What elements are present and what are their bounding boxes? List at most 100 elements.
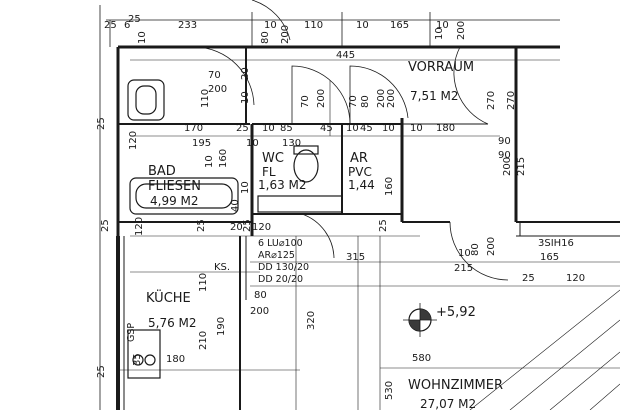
bathtub xyxy=(129,177,239,215)
dim-label: 10 xyxy=(346,123,359,134)
bathtub-inner xyxy=(135,183,233,209)
wc-shaft xyxy=(257,195,343,213)
dim-label: 160 xyxy=(218,149,229,168)
dim-label: 530 xyxy=(384,381,395,400)
dim-label: 120 xyxy=(252,222,271,233)
dim-label: 80 xyxy=(470,243,481,256)
door-swing-wc xyxy=(291,65,351,125)
dim-label: 200 xyxy=(386,89,397,108)
dim-label: 270 xyxy=(506,91,517,110)
dim-label: 130 xyxy=(282,138,301,149)
dim-label: 25 xyxy=(96,117,107,130)
room-area-vorraum: 7,51 M2 xyxy=(410,89,459,103)
dim-label: 210 xyxy=(198,331,209,350)
dim-label: 200 xyxy=(486,237,497,256)
door-swing-ar xyxy=(349,65,409,124)
room-name-ar: AR xyxy=(350,151,368,166)
door-swing-entry xyxy=(453,46,489,125)
dim-label: 6 xyxy=(124,20,130,31)
dim-label: 165 xyxy=(390,20,409,31)
dim-label: 25 xyxy=(236,123,249,134)
door-swing-top xyxy=(251,0,291,41)
dim-label: 90 xyxy=(498,136,511,147)
dim-label: 90 xyxy=(498,150,511,161)
dim-label: 180 xyxy=(166,354,185,365)
washbasin xyxy=(127,79,165,121)
dim-label: 215 xyxy=(516,157,527,176)
dim-label: 10 xyxy=(436,20,449,31)
stair-label: 3SIH16 xyxy=(538,238,574,249)
dim-label: 200 xyxy=(376,89,387,108)
dim-label: 10 xyxy=(382,123,395,134)
dim-label: 580 xyxy=(412,353,431,364)
dim-label: 200 xyxy=(502,157,513,176)
dim-label: 80 xyxy=(260,31,271,44)
dim-label: 35 xyxy=(132,353,143,366)
dim-label: 110 xyxy=(304,20,323,31)
dim-label: 25 xyxy=(522,273,535,284)
room-finish-ar: PVC xyxy=(348,165,372,179)
vent-note-lu: 6 LU⌀100 xyxy=(258,238,303,249)
door-swing-living xyxy=(449,221,509,281)
room-name-kueche: KÜCHE xyxy=(146,289,191,306)
level-marker-fill xyxy=(420,309,431,320)
dim-label: 10 xyxy=(264,20,277,31)
room-name-bad: BAD xyxy=(148,164,176,179)
dim-label: 10 xyxy=(240,91,251,104)
dim-label: 110 xyxy=(200,89,211,108)
kitchen-stove xyxy=(127,329,161,379)
room-name-vorraum: VORRAUM xyxy=(408,60,474,75)
dim-label: 10 xyxy=(434,27,445,40)
dim-label: 80 xyxy=(254,290,267,301)
dim-label: 10 xyxy=(458,248,471,259)
dim-label: 445 xyxy=(336,50,355,61)
dim-label: 233 xyxy=(178,20,197,31)
room-finish-wc: FL xyxy=(262,165,276,179)
door-swing-kitchen xyxy=(301,213,335,259)
dim-label: 270 xyxy=(486,91,497,110)
dim-label: 315 xyxy=(346,252,365,263)
dim-label: 10 xyxy=(240,181,251,194)
dim-label: 80 xyxy=(360,95,371,108)
ks-label: KS. xyxy=(214,262,230,273)
level-marker-fill xyxy=(409,320,420,331)
room-finish-bad: FLIESEN xyxy=(148,179,201,194)
dim-label: 120 xyxy=(134,217,145,236)
door-swing-bath xyxy=(195,46,255,106)
room-name-wc: WC xyxy=(262,151,284,166)
dim-label: 70 xyxy=(348,95,359,108)
level-marker-value: +5,92 xyxy=(436,305,476,320)
dim-label: 120 xyxy=(566,273,585,284)
dim-label: 200 xyxy=(456,21,467,40)
dim-label: 200 xyxy=(280,25,291,44)
room-area-ar: 1,44 xyxy=(348,178,375,192)
dim-label: 320 xyxy=(306,311,317,330)
dim-label: 10 xyxy=(137,31,148,44)
stove-burner xyxy=(144,354,156,366)
vent-note-dd2: DD 20/20 xyxy=(258,274,303,285)
room-name-wohnzimmer: WOHNZIMMER xyxy=(408,378,503,393)
plan-lines xyxy=(99,0,620,410)
gsp-label: GSP xyxy=(126,323,137,342)
room-area-wc: 1,63 M2 xyxy=(258,178,307,192)
dim-label: 10 xyxy=(204,155,215,168)
dim-label: 190 xyxy=(216,317,227,336)
dim-label: 180 xyxy=(436,123,455,134)
dim-label: 70 xyxy=(300,95,311,108)
vent-note-ar: AR⌀125 xyxy=(258,250,295,261)
dim-label: 10 xyxy=(262,123,275,134)
dim-label: 10 xyxy=(410,123,423,134)
dim-label: 25 xyxy=(96,365,107,378)
wc-tank xyxy=(293,145,319,155)
room-area-kueche: 5,76 M2 xyxy=(148,316,197,330)
dim-label: 70 xyxy=(208,70,221,81)
level-marker xyxy=(403,303,437,337)
dim-label: 195 xyxy=(192,138,211,149)
dim-label: 20 xyxy=(240,67,251,80)
dim-label: 215 xyxy=(454,263,473,274)
dim-label: 25 xyxy=(104,20,117,31)
dim-label: 165 xyxy=(540,252,559,263)
wc-toilet xyxy=(293,149,319,183)
